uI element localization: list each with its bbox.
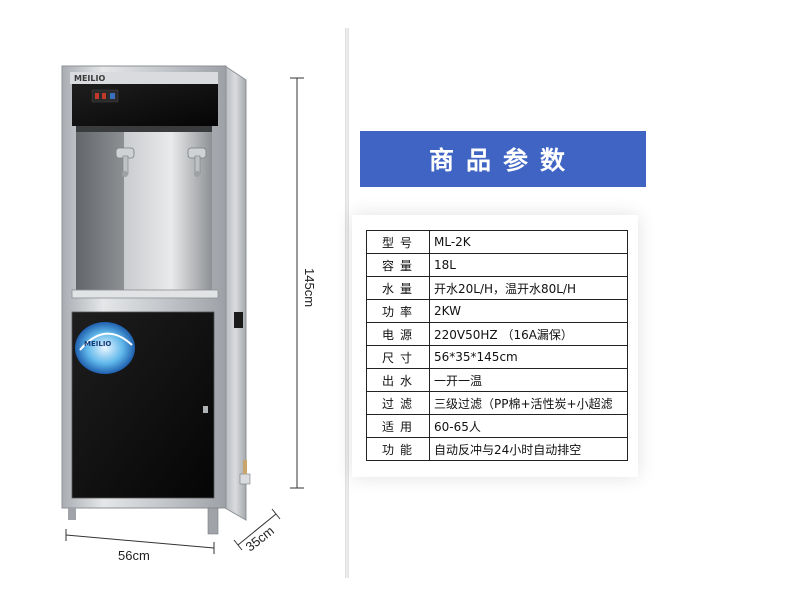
spec-row-functions: 功能 自动反冲与24小时自动排空 bbox=[366, 437, 628, 461]
spec-label: 功能 bbox=[366, 437, 430, 461]
spec-title-banner: 商品参数 bbox=[360, 131, 646, 187]
spec-row-water-output: 水量 开水20L/H，温开水80L/H bbox=[366, 276, 628, 300]
spec-label: 电源 bbox=[366, 322, 430, 346]
spec-label: 水量 bbox=[366, 276, 430, 300]
depth-dimension bbox=[233, 508, 281, 551]
product-image: 145cm MEILIO bbox=[0, 0, 345, 586]
spec-label: 容量 bbox=[366, 253, 430, 277]
spec-label: 功率 bbox=[366, 299, 430, 323]
spec-row-power: 功率 2KW bbox=[366, 299, 628, 323]
spec-value: 三级过滤（PP棉+活性炭+小超滤 bbox=[429, 391, 628, 415]
height-dimension bbox=[290, 77, 304, 489]
spec-value: 自动反冲与24小时自动排空 bbox=[429, 437, 628, 461]
spec-value: 一开一温 bbox=[429, 368, 628, 392]
width-dimension bbox=[65, 529, 215, 554]
spec-value: 220V50HZ （16A漏保） bbox=[429, 322, 628, 346]
spec-row-power-supply: 电源 220V50HZ （16A漏保） bbox=[366, 322, 628, 346]
brand-logo: MEILIO bbox=[74, 74, 105, 83]
hot-water-tap-icon bbox=[115, 147, 135, 177]
spec-value: 开水20L/H，温开水80L/H bbox=[429, 276, 628, 300]
width-label: 56cm bbox=[118, 548, 150, 563]
spec-value: 18L bbox=[429, 253, 628, 277]
spec-value: 60-65人 bbox=[429, 414, 628, 438]
spec-value: 56*35*145cm bbox=[429, 345, 628, 369]
brand-sticker: MEILIO bbox=[75, 322, 135, 374]
spec-label: 型号 bbox=[366, 230, 430, 254]
spec-row-capacity: 容量 18L bbox=[366, 253, 628, 277]
spec-row-outlet: 出水 一开一温 bbox=[366, 368, 628, 392]
spec-label: 过滤 bbox=[366, 391, 430, 415]
water-dispenser-illustration: 145cm MEILIO bbox=[61, 65, 317, 563]
spec-row-suitable-for: 适用 60-65人 bbox=[366, 414, 628, 438]
spec-value: ML-2K bbox=[429, 230, 628, 254]
spec-label: 尺寸 bbox=[366, 345, 430, 369]
spec-row-model: 型号 ML-2K bbox=[366, 230, 628, 254]
spec-row-size: 尺寸 56*35*145cm bbox=[366, 345, 628, 369]
spec-label: 适用 bbox=[366, 414, 430, 438]
vertical-divider bbox=[345, 28, 349, 578]
height-label: 145cm bbox=[302, 268, 317, 307]
spec-value: 2KW bbox=[429, 299, 628, 323]
spec-row-filtration: 过滤 三级过滤（PP棉+活性炭+小超滤 bbox=[366, 391, 628, 415]
spec-table: 型号 ML-2K 容量 18L 水量 开水20L/H，温开水80L/H 功率 2… bbox=[366, 230, 628, 461]
spec-label: 出水 bbox=[366, 368, 430, 392]
svg-text:MEILIO: MEILIO bbox=[84, 340, 111, 348]
warm-water-tap-icon bbox=[187, 147, 207, 177]
